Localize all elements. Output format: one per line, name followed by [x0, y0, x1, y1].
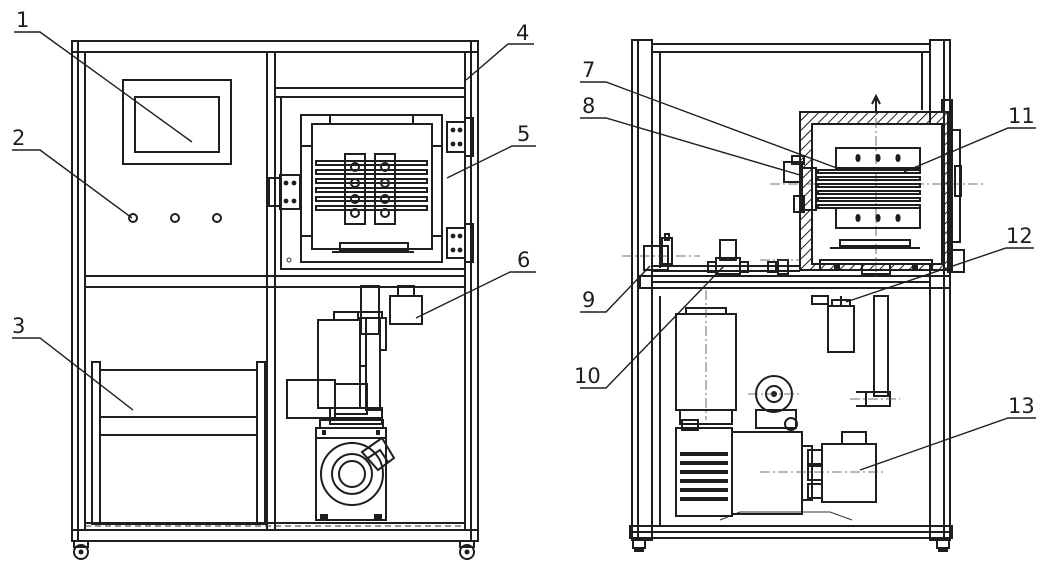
rotary-pump	[675, 419, 884, 517]
pressure-sensor	[811, 295, 855, 353]
label-1: 1	[16, 8, 29, 32]
label-3: 3	[12, 314, 25, 338]
control-buttons	[128, 213, 222, 223]
leader-lines	[12, 31, 1036, 471]
cooling-fins	[680, 452, 728, 501]
label-13: 13	[1008, 394, 1035, 418]
molecular-pump	[675, 290, 737, 425]
part-labels: 1 2 3 4 5 6 7 8 9 10 11 12 13	[12, 8, 1035, 418]
plate-bolts	[855, 154, 901, 222]
label-12: 12	[1006, 224, 1033, 248]
label-2: 2	[12, 126, 25, 150]
exhaust-pipe	[850, 295, 900, 407]
label-9: 9	[582, 288, 595, 312]
label-5: 5	[517, 122, 530, 146]
heating-rods	[315, 160, 428, 211]
touch-screen	[122, 79, 232, 165]
furnace-section	[770, 93, 984, 280]
door-latch	[268, 174, 301, 210]
label-6: 6	[517, 248, 530, 272]
front-view	[71, 40, 479, 560]
front-casters	[73, 540, 475, 560]
storage-compartment	[91, 361, 266, 525]
label-11: 11	[1008, 104, 1035, 128]
vacuum-pump-front	[286, 285, 423, 521]
side-feet	[632, 537, 950, 552]
holder-screws	[350, 162, 390, 218]
furnace-chamber-front	[280, 96, 466, 270]
side-heating-rods	[817, 169, 921, 209]
label-10: 10	[574, 364, 601, 388]
side-view	[622, 39, 984, 552]
label-7: 7	[582, 58, 595, 82]
gas-line	[622, 233, 800, 275]
label-4: 4	[516, 21, 529, 45]
pump-motor	[748, 375, 800, 431]
door-hinges	[446, 117, 474, 263]
label-8: 8	[582, 94, 595, 118]
